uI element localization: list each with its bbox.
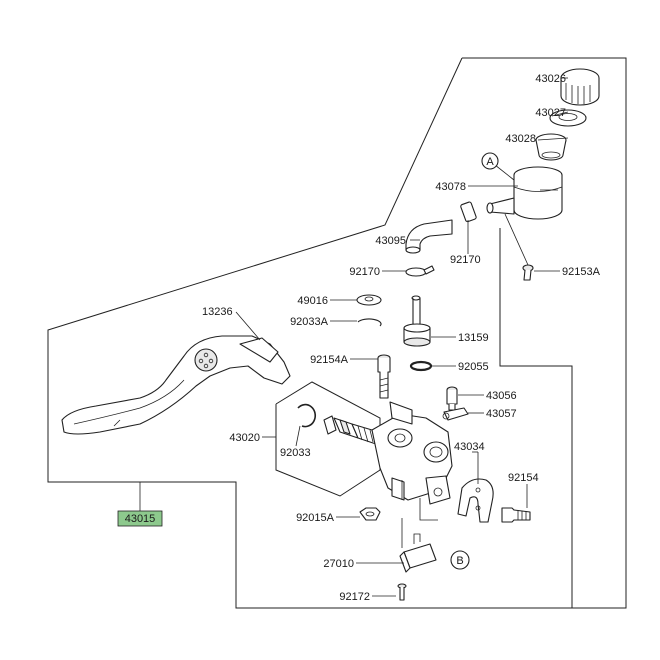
hose-clamp-lower: [405, 265, 435, 277]
leader-lines: [139, 77, 569, 597]
label-13236: 13236: [202, 306, 233, 318]
reservoir-cap: [560, 68, 600, 106]
label-43026: 43026: [535, 73, 566, 85]
label-92033A: 92033A: [290, 316, 329, 328]
svg-text:B: B: [456, 555, 463, 567]
diaphragm: [535, 133, 567, 161]
label-43020: 43020: [229, 432, 260, 444]
label-43057: 43057: [486, 408, 517, 420]
label-92033: 92033: [280, 447, 311, 459]
piston-kit-frame: [275, 381, 381, 497]
piston-assembly: [323, 415, 377, 445]
label-43034: 43034: [454, 441, 485, 453]
reservoir-hose: [405, 219, 453, 254]
label-27010: 27010: [323, 558, 354, 570]
assembly-frame: [47, 57, 627, 609]
label-49016: 49016: [297, 295, 328, 307]
handlebar-clamp: [457, 478, 494, 523]
label-43028: 43028: [505, 133, 536, 145]
screw-92153A: [522, 264, 534, 281]
label-92153A: 92153A: [562, 266, 601, 278]
label-92154A: 92154A: [310, 354, 349, 366]
master-cylinder-body: [371, 401, 453, 521]
nut-92015A: [359, 507, 381, 521]
brake-switch: [399, 533, 437, 573]
marker-a: A: [481, 152, 499, 170]
label-92015A: 92015A: [296, 512, 335, 524]
label-92170-left: 92170: [349, 266, 380, 278]
label-43027: 43027: [535, 107, 566, 119]
label-43078: 43078: [435, 181, 466, 193]
marker-b: B: [450, 550, 470, 570]
bleeder-cap: [442, 407, 469, 421]
brake-lever: [61, 335, 291, 435]
label-92154: 92154: [508, 472, 539, 484]
pivot-bolt: [377, 354, 391, 399]
bleeder-valve: [446, 386, 458, 411]
clamp-bolt: [501, 507, 531, 523]
label-92170-right: 92170: [450, 254, 481, 266]
label-43015: 43015: [125, 513, 156, 525]
label-92172: 92172: [339, 591, 370, 603]
label-13159: 13159: [458, 332, 489, 344]
label-43095: 43095: [375, 235, 406, 247]
circlip-92033: [297, 403, 317, 428]
label-43056: 43056: [486, 390, 517, 402]
reservoir-subframe: [499, 228, 573, 608]
label-92055: 92055: [458, 361, 489, 373]
switch-screw: [397, 583, 407, 601]
hose-clamp-upper: [460, 201, 477, 223]
o-ring: [409, 360, 433, 372]
hose-fitting: [403, 295, 431, 347]
circlip-upper: [357, 318, 382, 327]
reservoir: [486, 166, 563, 220]
bushing: [356, 294, 382, 306]
svg-text:A: A: [486, 156, 494, 168]
assembly-label-highlight: [117, 510, 163, 527]
